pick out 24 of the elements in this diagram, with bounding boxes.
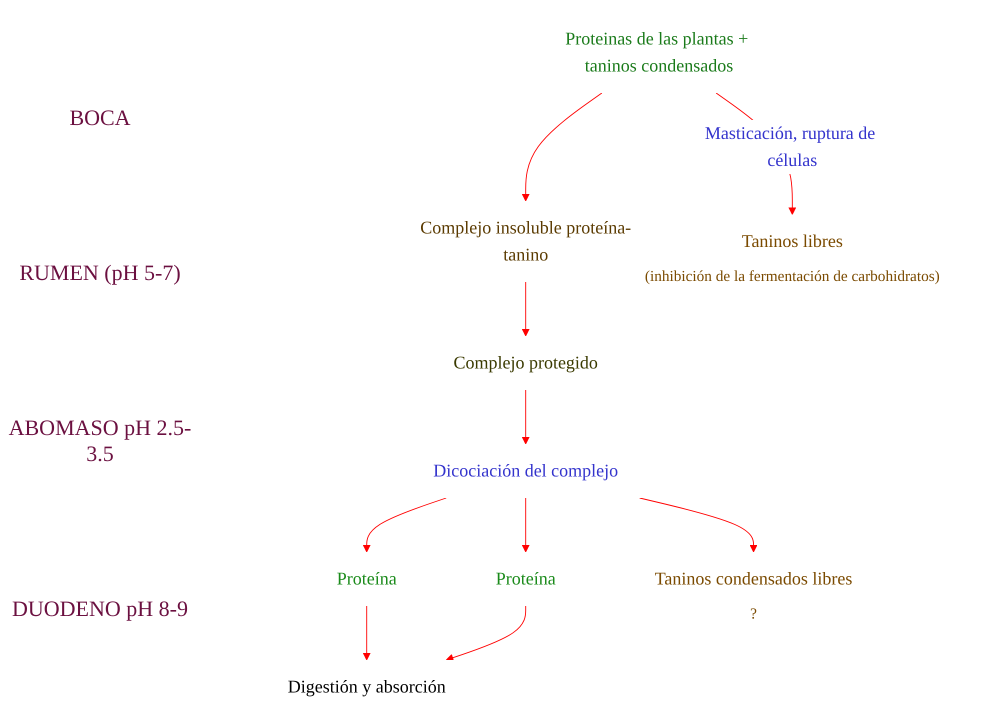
arrow [362, 498, 446, 552]
node-text: Proteína [336, 569, 396, 589]
node-text: Proteína [495, 569, 556, 589]
region-label: RUMEN (pH 5-7) [18, 260, 182, 286]
arrow [522, 282, 530, 336]
arrow [522, 390, 530, 444]
node-text: Taninos condensados libres [654, 569, 852, 589]
arrow [522, 92, 602, 202]
region-label: BOCA [68, 104, 132, 130]
node-text: Complejo insoluble proteína-tanino [420, 218, 631, 265]
node-text: Digestión y absorción [287, 677, 446, 697]
note-text: ? [750, 606, 757, 623]
node-text: Complejo protegido [453, 353, 598, 373]
arrow [446, 606, 526, 662]
arrow [638, 498, 758, 552]
region-label: DUODENO pH 8-9 [11, 596, 189, 622]
node-text: Dicociación del complejo [432, 461, 618, 481]
edge-label: Masticación, ruptura de células [704, 124, 876, 170]
note-text: (inhibición de la fermentación de carbohidratos) [644, 268, 940, 286]
node-text: Proteinas de las plantas + taninos condensados [564, 29, 748, 76]
arrow [362, 606, 370, 660]
arrow [522, 498, 530, 552]
region-label: ABOMASO pH 2.5-3.5 [8, 414, 192, 466]
node-text: Taninos libres [741, 232, 843, 252]
